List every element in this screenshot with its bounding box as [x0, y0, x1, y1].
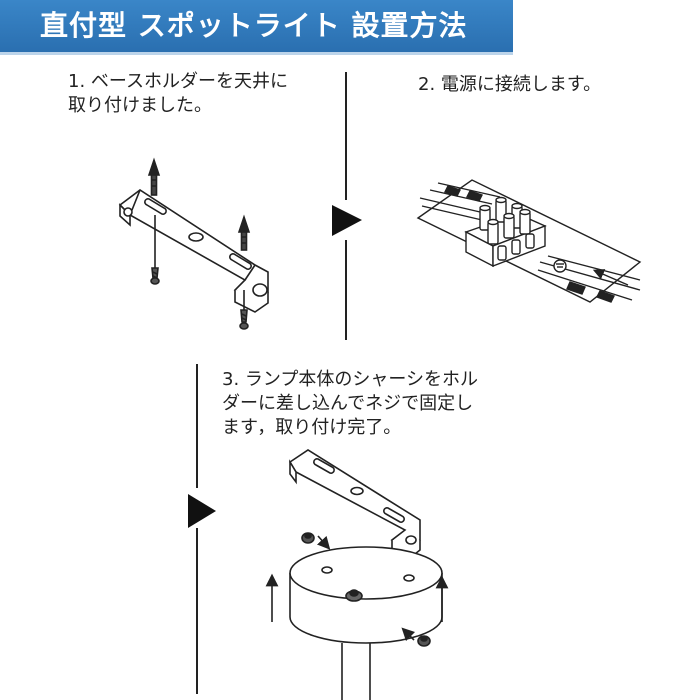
screw-icon — [239, 290, 249, 330]
step-3-line-3: ます，取り付け完了。 — [222, 417, 402, 438]
base-holder-bracket-drawing — [118, 157, 269, 330]
screw-icon — [150, 215, 160, 285]
page-title: 直付型 スポットライト 設置方法 — [40, 9, 468, 42]
arrow-right-icon — [188, 494, 216, 528]
step-3-instruction: 3. ランプ本体のシャーシをホル ダーに差し込んでネジで固定し ます，取り付け完… — [222, 368, 522, 440]
step-3-line-2: ダーに差し込んでネジで固定し — [222, 393, 474, 414]
lamp-chassis-assembly-drawing — [265, 449, 449, 700]
screw-icon — [417, 635, 431, 647]
divider-bottom-lower — [196, 528, 198, 694]
step-1-line-2: 取り付けました。 — [68, 95, 212, 116]
title-banner: 直付型 スポットライト 設置方法 — [0, 0, 513, 55]
arrow-right-icon — [332, 205, 362, 236]
step-2-instruction: 2. 電源に接続します。 — [418, 73, 678, 97]
divider-bottom — [196, 364, 198, 488]
divider-top — [345, 72, 347, 200]
screw-icon — [345, 589, 363, 602]
step-2-line-1: 2. 電源に接続します。 — [418, 74, 602, 95]
step-1-line-1: 1. ベースホルダーを天井に — [68, 71, 288, 92]
screw-icon — [301, 532, 315, 544]
terminal-block-wiring-drawing — [416, 179, 642, 303]
step-1-instruction: 1. ベースホルダーを天井に 取り付けました。 — [68, 70, 318, 118]
wall-anchor-icon — [147, 157, 161, 196]
divider-top-lower — [345, 240, 347, 340]
step-3-line-1: 3. ランプ本体のシャーシをホル — [222, 369, 478, 390]
wall-anchor-icon — [237, 214, 251, 251]
